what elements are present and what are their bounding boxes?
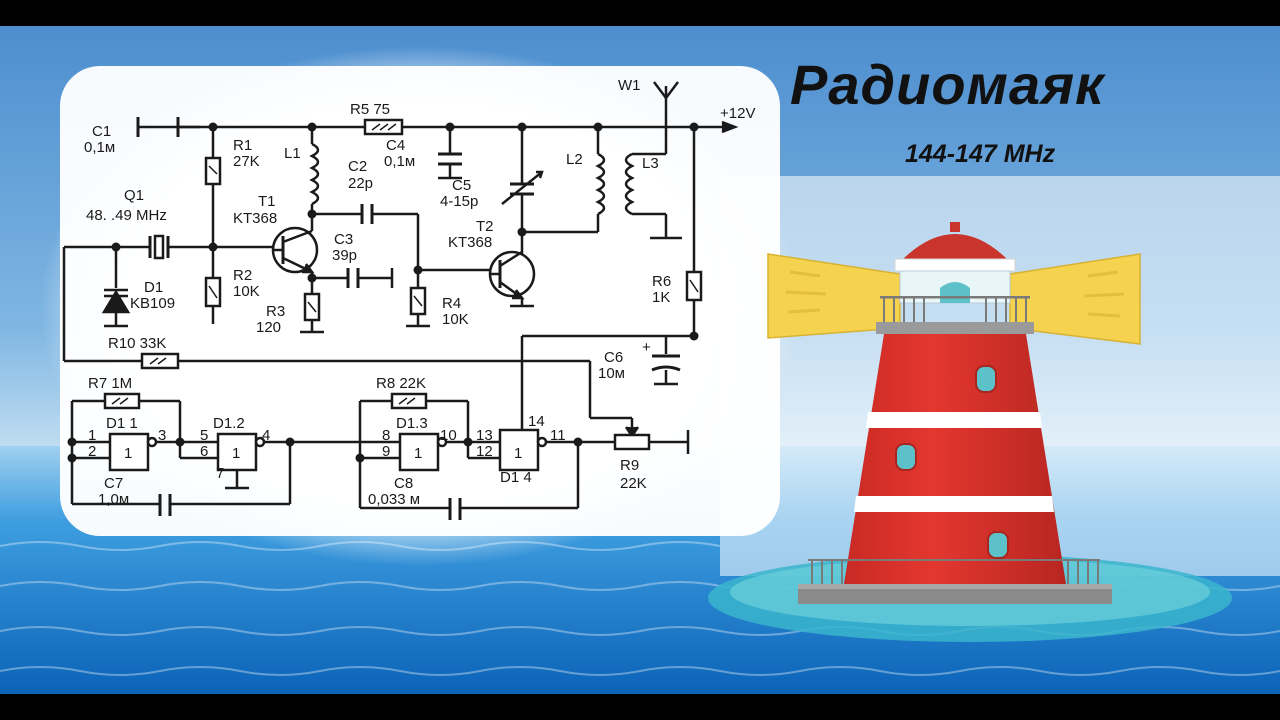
- label-r4: R4: [442, 295, 461, 312]
- pin-7: 7: [216, 465, 224, 482]
- scene: W1 +12V C1 0,1м R5 75 R1 27K L1 C2 22p C…: [0, 26, 1280, 694]
- label-c4-value: 0,1м: [384, 153, 415, 170]
- label-c7-value: 1,0м: [98, 491, 129, 508]
- label-d1-2: D1.2: [213, 415, 245, 432]
- label-t2-value: KT368: [448, 234, 492, 251]
- label-r9: R9: [620, 457, 639, 474]
- label-r7: R7 1M: [88, 375, 132, 392]
- label-c2: C2: [348, 158, 367, 175]
- label-r1: R1: [233, 137, 252, 154]
- letterbox-bottom: [0, 694, 1280, 720]
- label-c6-value: 10м: [598, 365, 625, 382]
- lighthouse-tower: [844, 334, 1066, 584]
- pin-1: 1: [88, 427, 96, 444]
- label-c3-value: 39p: [332, 247, 357, 264]
- label-r4-value: 10K: [442, 311, 469, 328]
- pin-6: 6: [200, 443, 208, 460]
- schematic-labels: W1 +12V C1 0,1м R5 75 R1 27K L1 C2 22p C…: [84, 77, 755, 508]
- pin-12: 12: [476, 443, 493, 460]
- label-w1: W1: [618, 77, 641, 94]
- label-d1-3: D1.3: [396, 415, 428, 432]
- gate-d1-3-symbol: 1: [414, 445, 422, 462]
- label-c5-value: 4-15p: [440, 193, 478, 210]
- label-r6-value: 1K: [652, 289, 670, 306]
- label-t2: T2: [476, 218, 494, 235]
- label-c1-value: 0,1м: [84, 139, 115, 156]
- label-c1: C1: [92, 123, 111, 140]
- label-c8-value: 0,033 м: [368, 491, 420, 508]
- pin-5: 5: [200, 427, 208, 444]
- label-d1-1: D1 1: [106, 415, 138, 432]
- label-q1: Q1: [124, 187, 144, 204]
- label-r3-value: 120: [256, 319, 281, 336]
- pin-3: 3: [158, 427, 166, 444]
- label-l1: L1: [284, 145, 301, 162]
- window-icon: [975, 365, 997, 393]
- pin-11: 11: [550, 427, 566, 444]
- circuit-schematic: [62, 81, 739, 520]
- label-d1: D1: [144, 279, 163, 296]
- pin-2: 2: [88, 443, 96, 460]
- label-12v: +12V: [720, 105, 755, 122]
- label-d1-value: KB109: [130, 295, 175, 312]
- pin-14: 14: [528, 413, 545, 430]
- label-r6: R6: [652, 273, 671, 290]
- label-d1-4: D1 4: [500, 469, 532, 486]
- label-r2-value: 10K: [233, 283, 260, 300]
- label-l2: L2: [566, 151, 583, 168]
- letterbox-top: [0, 0, 1280, 26]
- label-r1-value: 27K: [233, 153, 260, 170]
- label-r3: R3: [266, 303, 285, 320]
- pin-9: 9: [382, 443, 390, 460]
- label-c2-value: 22p: [348, 175, 373, 192]
- pin-8: 8: [382, 427, 390, 444]
- label-r10: R10 33K: [108, 335, 166, 352]
- label-q1-value: 48. .49 MHz: [86, 207, 167, 224]
- label-l3: L3: [642, 155, 659, 172]
- label-c4: C4: [386, 137, 405, 154]
- label-c7: C7: [104, 475, 123, 492]
- junction-dots: [67, 122, 699, 463]
- lighthouse-illustration: [708, 222, 1232, 642]
- pin-4: 4: [262, 427, 270, 444]
- frequency-subtitle: 144-147 MHz: [905, 140, 1056, 168]
- window-icon: [895, 443, 917, 471]
- label-r9-value: 22K: [620, 475, 647, 492]
- label-c3: C3: [334, 231, 353, 248]
- label-r8: R8 22K: [376, 375, 426, 392]
- label-r5: R5 75: [350, 101, 390, 118]
- label-c8: C8: [394, 475, 413, 492]
- lighthouse-roof: [902, 234, 1008, 260]
- label-c5: C5: [452, 177, 471, 194]
- window-icon: [987, 531, 1009, 559]
- label-r2: R2: [233, 267, 252, 284]
- lighthouse-gallery: [876, 322, 1034, 334]
- label-c6-plus: +: [642, 339, 651, 356]
- label-t1: T1: [258, 193, 276, 210]
- gate-d1-1-symbol: 1: [124, 445, 132, 462]
- gate-d1-4-symbol: 1: [514, 445, 522, 462]
- label-c6: C6: [604, 349, 623, 366]
- pin-13: 13: [476, 427, 493, 444]
- label-t1-value: KT368: [233, 210, 277, 227]
- gate-d1-2-symbol: 1: [232, 445, 240, 462]
- page-title: Радиомаяк: [790, 53, 1105, 116]
- pin-10: 10: [440, 427, 457, 444]
